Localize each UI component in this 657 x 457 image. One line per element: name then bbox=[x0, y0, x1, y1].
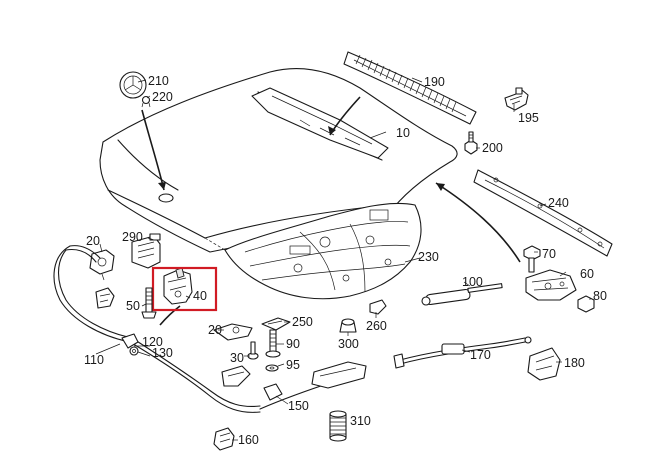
label-250: 250 bbox=[292, 315, 313, 329]
release-handle-180 bbox=[527, 347, 561, 381]
cable-170 bbox=[393, 336, 532, 369]
clip-220 bbox=[141, 95, 151, 108]
retainer-250 bbox=[261, 317, 291, 331]
emblem-210 bbox=[119, 71, 147, 99]
label-150: 150 bbox=[288, 399, 309, 413]
cowl-strip-240 bbox=[473, 169, 613, 257]
linkage-lower bbox=[221, 365, 251, 387]
label-30: 30 bbox=[230, 351, 244, 365]
clip-20-lower bbox=[213, 323, 253, 341]
clip-130 bbox=[129, 346, 139, 356]
label-80: 80 bbox=[593, 289, 607, 303]
label-20-upper: 20 bbox=[86, 234, 100, 248]
leader-lines bbox=[95, 77, 591, 441]
label-60: 60 bbox=[580, 267, 594, 281]
arrow-lock bbox=[159, 305, 181, 326]
highlight-box bbox=[151, 266, 218, 312]
vent-grille-190 bbox=[343, 51, 477, 125]
clip-260 bbox=[369, 299, 387, 315]
label-20-lower: 20 bbox=[208, 323, 222, 337]
bolt-200 bbox=[464, 131, 478, 155]
label-90: 90 bbox=[286, 337, 300, 351]
label-120: 120 bbox=[142, 335, 163, 349]
bump-stop-300 bbox=[339, 318, 357, 333]
hood-lock-40 bbox=[163, 267, 193, 305]
hinge-60 bbox=[525, 269, 577, 301]
cable-holder bbox=[95, 287, 115, 309]
bracket-290 bbox=[131, 233, 161, 269]
bolt-70 bbox=[523, 245, 541, 273]
latch-150 bbox=[263, 361, 367, 401]
gas-strut-100 bbox=[421, 283, 503, 306]
washer-30 bbox=[247, 341, 259, 360]
label-70: 70 bbox=[542, 247, 556, 261]
label-200: 200 bbox=[482, 141, 503, 155]
label-195: 195 bbox=[518, 111, 539, 125]
spring-310 bbox=[329, 410, 347, 442]
clip-160 bbox=[213, 427, 235, 451]
bolt-stack-90 bbox=[265, 329, 281, 358]
label-220: 220 bbox=[152, 90, 173, 104]
label-230: 230 bbox=[418, 250, 439, 264]
label-240: 240 bbox=[548, 196, 569, 210]
label-290: 290 bbox=[122, 230, 143, 244]
label-50: 50 bbox=[126, 299, 140, 313]
label-170: 170 bbox=[470, 348, 491, 362]
label-300: 300 bbox=[338, 337, 359, 351]
release-cable-110 bbox=[53, 245, 346, 413]
plug bbox=[158, 193, 174, 203]
label-95: 95 bbox=[286, 358, 300, 372]
label-310: 310 bbox=[350, 414, 371, 428]
label-40: 40 bbox=[193, 289, 207, 303]
bolt-80 bbox=[577, 295, 595, 313]
part-labels: 210 220 190 195 10 200 240 290 20 230 70… bbox=[84, 74, 607, 447]
clip-195 bbox=[504, 87, 529, 111]
nut-95 bbox=[265, 364, 279, 372]
bolt-50 bbox=[141, 287, 157, 319]
label-110: 110 bbox=[84, 353, 104, 367]
label-190: 190 bbox=[424, 75, 445, 89]
label-10: 10 bbox=[396, 126, 410, 140]
label-210: 210 bbox=[148, 74, 169, 88]
arrow-cowl bbox=[435, 182, 521, 263]
label-260: 260 bbox=[366, 319, 387, 333]
label-130: 130 bbox=[152, 346, 173, 360]
label-100: 100 bbox=[462, 275, 483, 289]
label-180: 180 bbox=[564, 356, 585, 370]
label-160: 160 bbox=[238, 433, 259, 447]
clip-20-upper bbox=[89, 249, 115, 281]
hood-part-10 bbox=[99, 67, 458, 300]
clip-120 bbox=[121, 333, 139, 349]
